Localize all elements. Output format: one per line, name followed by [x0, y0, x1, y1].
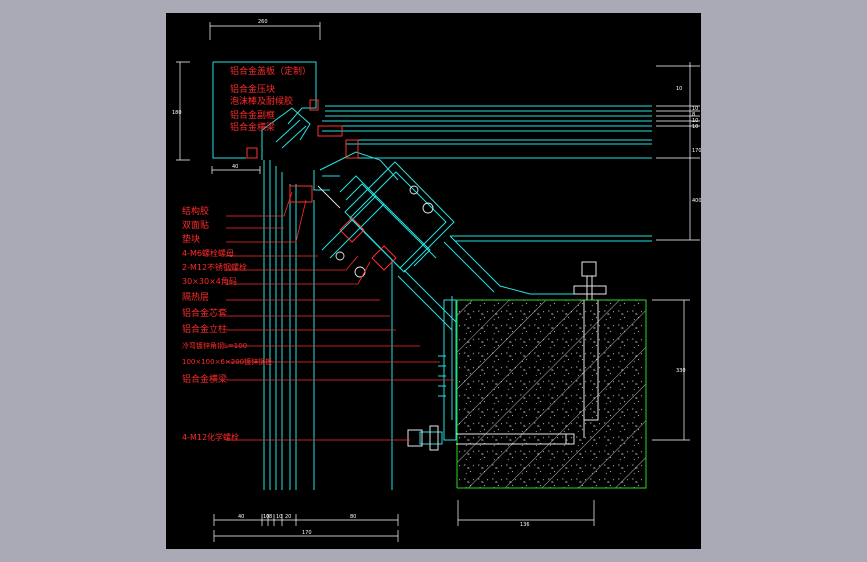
callout-label: 4-M12化学螺栓	[182, 432, 239, 442]
callout-label: 铝合金立柱	[182, 323, 227, 335]
callout-group: 铝合金盖板（定制） 铝合金压块 泡沫棒及耐候胶 铝合金副框 铝合金横梁 结构胶 …	[182, 65, 311, 442]
dim-label: 170	[302, 530, 312, 536]
callout-label: 30×30×4角码	[182, 276, 237, 286]
dim-label: 10	[692, 124, 698, 130]
sealant-blocks	[289, 125, 397, 271]
anchor-bolt-vertical	[573, 261, 607, 438]
dim-label: 40	[238, 514, 244, 520]
dimension-text: 260 180 40 10 10 8 10 10 170 400 330 40 …	[172, 19, 701, 536]
callout-label: 铝合金压块	[230, 83, 275, 95]
callout-label: 100×100×6×200镀锌钢板	[182, 357, 272, 366]
dim-label: 170	[692, 148, 701, 154]
callout-label: 铝合金副框	[230, 109, 275, 121]
dim-label: 10	[692, 118, 698, 124]
dim-label: 10	[263, 514, 269, 520]
corner-mullion	[261, 107, 600, 295]
dimension-lines	[176, 22, 700, 542]
steel-angle	[419, 299, 457, 445]
corner-bolt-upper	[317, 185, 434, 278]
callout-label: 冷弯镀锌角钢L=100	[182, 341, 247, 350]
callout-label: 垫块	[182, 233, 200, 245]
callout-label: 4-M6螺栓螺母	[182, 248, 234, 258]
dim-label: 330	[676, 368, 686, 374]
section-drawing: 铝合金盖板（定制） 铝合金压块 泡沫棒及耐候胶 铝合金副框 铝合金横梁 结构胶 …	[172, 19, 701, 542]
dim-label: 400	[692, 198, 701, 204]
anchor-bolt-horizontal	[407, 425, 575, 451]
dim-label: 80	[350, 514, 356, 520]
dim-label: 180	[172, 110, 182, 116]
lower-panel-lines	[450, 235, 652, 242]
dim-label: 40	[232, 164, 238, 170]
callout-label: 铝合金芯套	[182, 307, 227, 319]
dim-label: 10	[276, 514, 282, 520]
vertical-mullion	[261, 130, 283, 490]
dim-label: 8	[692, 112, 695, 118]
concrete-slab	[456, 299, 647, 489]
diagonal-glass	[289, 184, 457, 490]
leader-lines	[226, 191, 454, 441]
dim-label: 20	[285, 514, 291, 520]
callout-label: 铝合金横梁	[182, 373, 227, 385]
dim-label: 136	[520, 522, 530, 528]
callout-label: 结构胶	[182, 205, 209, 217]
callout-label: 2-M12不锈钢螺栓	[182, 262, 247, 272]
drawing-canvas[interactable]: 铝合金盖板（定制） 铝合金压块 泡沫棒及耐候胶 铝合金副框 铝合金横梁 结构胶 …	[166, 13, 701, 549]
callout-label: 双面贴	[182, 219, 209, 231]
dim-label: 10	[676, 86, 682, 92]
dim-label: 8	[269, 514, 272, 520]
callout-label: 铝合金盖板（定制）	[230, 65, 311, 77]
callout-label: 铝合金横梁	[230, 121, 275, 133]
dim-label: 10	[692, 106, 698, 112]
callout-label: 泡沫棒及耐候胶	[230, 95, 293, 107]
dim-label: 260	[258, 19, 268, 25]
callout-label: 隔热层	[182, 291, 209, 303]
upper-glass-panel	[322, 105, 652, 159]
